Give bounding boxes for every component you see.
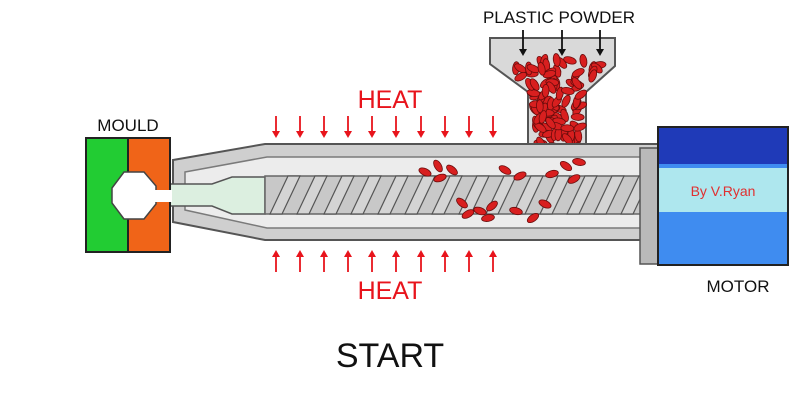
motor-label-band — [659, 168, 787, 212]
motor: By V.Ryan — [639, 126, 789, 266]
heat-arrow-down-icon — [272, 116, 280, 138]
screw-flight — [377, 175, 409, 215]
pellet — [418, 167, 432, 177]
pellet — [561, 94, 571, 108]
heat-arrow-up-icon — [465, 250, 473, 272]
heat-arrows-bottom — [272, 250, 497, 272]
heat-arrow-down-icon — [320, 116, 328, 138]
pellet — [536, 99, 544, 114]
heat-arrow-down-icon — [344, 116, 352, 138]
heat-arrow-up-icon — [489, 250, 497, 272]
heat-arrow-up-icon — [392, 250, 400, 272]
pellet — [537, 62, 546, 76]
heat-arrow-up-icon — [417, 250, 425, 272]
pellet — [526, 212, 540, 224]
pellet — [529, 78, 540, 91]
pellet — [559, 160, 573, 172]
pellet — [567, 174, 581, 184]
heat-arrow-down-icon — [441, 116, 449, 138]
pellet — [461, 209, 475, 219]
pellet — [498, 165, 512, 175]
pellet — [545, 117, 556, 130]
pellet — [433, 159, 443, 173]
screw-flight — [404, 175, 436, 215]
mould-label: MOULD — [97, 116, 158, 135]
heat-arrow-down-icon — [368, 116, 376, 138]
heat-arrow-down-icon — [417, 116, 425, 138]
plastic-powder-label: PLASTIC POWDER — [483, 8, 635, 27]
start-label: START — [336, 337, 444, 375]
pellet — [513, 171, 527, 181]
pellet — [545, 169, 559, 179]
mould — [85, 137, 172, 253]
heat-label-top: HEAT — [358, 86, 423, 114]
pellet — [552, 53, 561, 67]
screw-flight — [593, 175, 625, 215]
pellet — [574, 89, 587, 100]
screw-flight — [350, 175, 382, 215]
pellet — [571, 77, 582, 90]
pellet — [481, 214, 495, 222]
screw-flight — [296, 175, 328, 215]
pellet — [579, 54, 588, 68]
pellet — [560, 87, 575, 95]
powder-arrow-down-icon — [596, 30, 604, 56]
pellet — [446, 164, 458, 176]
mould-sprue — [154, 190, 172, 202]
pellet — [433, 173, 447, 183]
heat-arrows-top — [272, 116, 497, 138]
motor-label: MOTOR — [707, 277, 770, 296]
pellet — [588, 69, 598, 83]
pellet — [473, 206, 487, 216]
heat-arrow-up-icon — [441, 250, 449, 272]
credit-label: By V.Ryan — [691, 183, 756, 199]
pellet — [538, 110, 547, 124]
heat-arrow-up-icon — [368, 250, 376, 272]
pellet — [456, 197, 468, 209]
barrel-pellets — [418, 158, 586, 224]
pellet — [509, 206, 523, 216]
pellet — [538, 199, 552, 209]
screw — [264, 158, 652, 224]
pellet — [571, 68, 585, 78]
screw-flight — [269, 175, 301, 215]
screw-flight — [566, 175, 598, 215]
heat-arrow-up-icon — [296, 250, 304, 272]
mould-cavity — [111, 171, 157, 220]
motor-coupling — [639, 147, 659, 265]
heat-arrow-down-icon — [465, 116, 473, 138]
screw-flight — [431, 175, 463, 215]
heat-arrow-up-icon — [272, 250, 280, 272]
pellet — [560, 124, 575, 132]
powder-arrow-down-icon — [519, 30, 527, 56]
pellet — [572, 158, 586, 166]
pellet — [570, 113, 585, 121]
heat-arrow-down-icon — [392, 116, 400, 138]
powder-arrows — [519, 30, 604, 56]
pellet — [542, 70, 557, 79]
pellet — [486, 200, 498, 212]
screw-flight — [323, 175, 355, 215]
pellet — [563, 56, 577, 65]
heat-label-bottom: HEAT — [358, 277, 423, 305]
heat-arrow-up-icon — [320, 250, 328, 272]
pellet — [541, 83, 550, 98]
pellet — [573, 122, 587, 132]
heat-arrow-down-icon — [489, 116, 497, 138]
heat-arrow-up-icon — [344, 250, 352, 272]
motor-top-band — [659, 128, 787, 164]
powder-arrow-down-icon — [558, 30, 566, 56]
heat-arrow-down-icon — [296, 116, 304, 138]
pellet — [514, 71, 528, 82]
